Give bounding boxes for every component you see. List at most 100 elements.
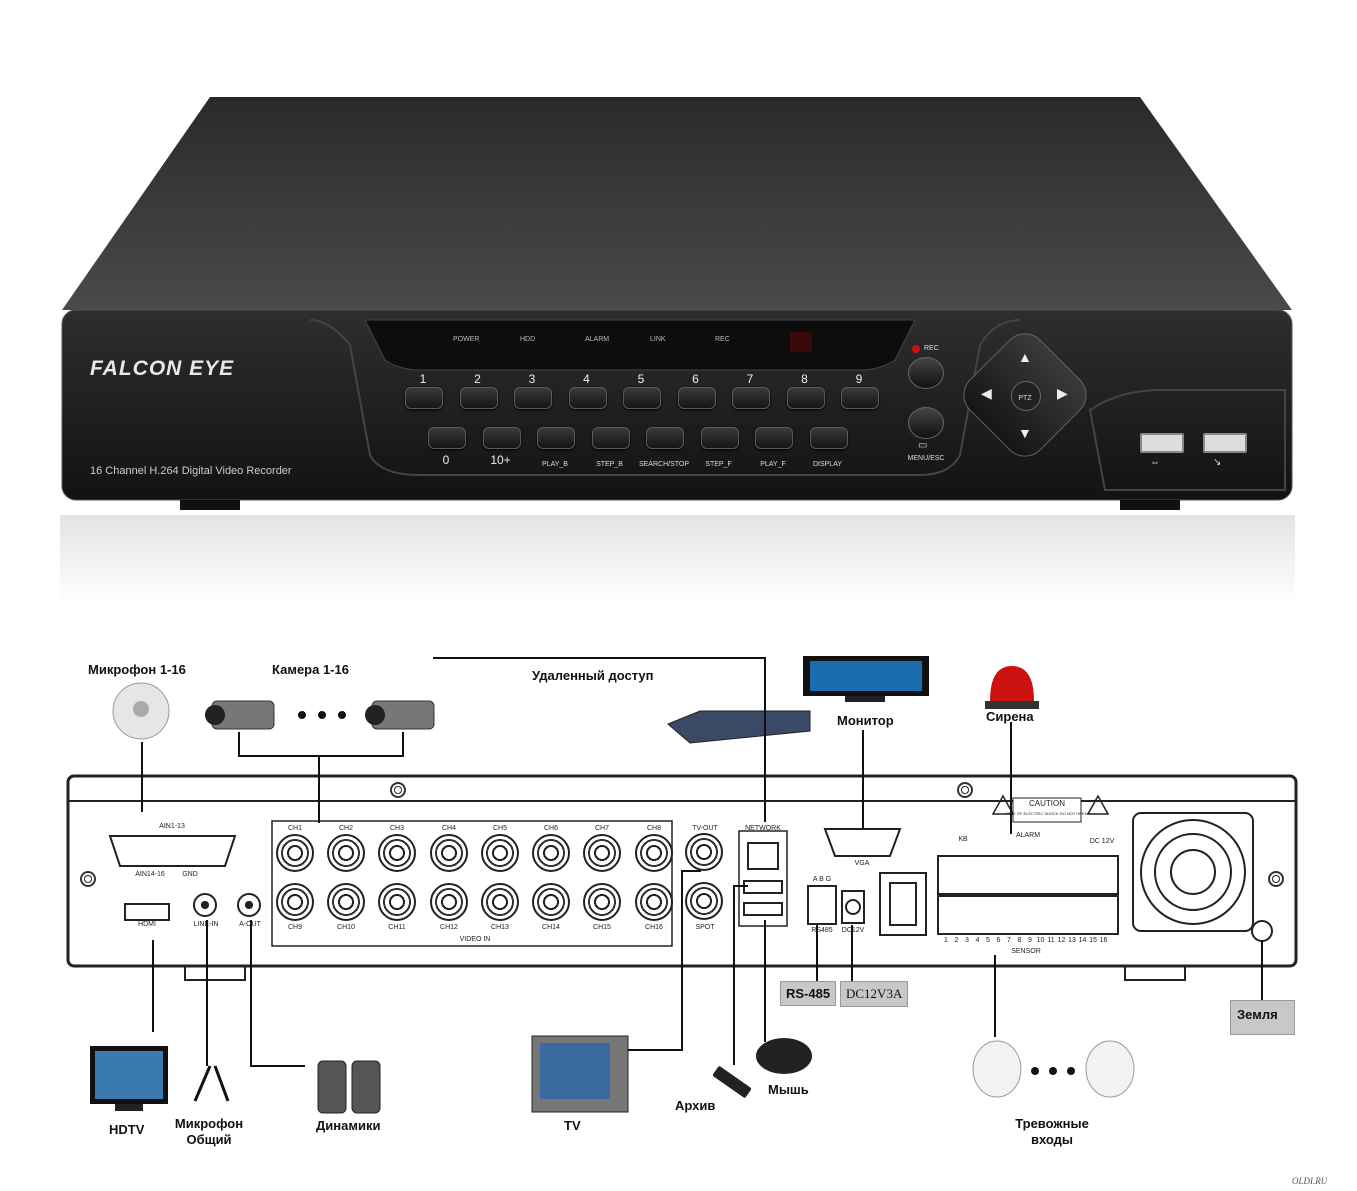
- function-button-play-b[interactable]: [537, 427, 575, 449]
- channel-label: CH8: [646, 825, 662, 832]
- channel-label: CH14: [542, 924, 560, 931]
- function-button-step-f[interactable]: [700, 427, 739, 449]
- number-button-5[interactable]: [623, 387, 661, 409]
- bnc-connector-ch4[interactable]: [430, 834, 468, 872]
- number-button-8[interactable]: [786, 387, 825, 409]
- kb-label: KB: [958, 836, 968, 843]
- number-button-2[interactable]: [459, 387, 498, 409]
- number-button-label: 9: [855, 372, 863, 386]
- network-label: NETWORK: [745, 825, 781, 832]
- bnc-connector-ch3[interactable]: [378, 834, 416, 872]
- line-siren: [1010, 722, 1012, 834]
- line-hdtv: [152, 940, 154, 1032]
- sensor-number: 3: [965, 937, 969, 944]
- function-button-play-f[interactable]: [755, 427, 793, 449]
- number-button-label: 5: [637, 372, 645, 386]
- rs485-pins-label: A B G: [812, 876, 832, 883]
- ptz-label: PTZ: [1018, 395, 1032, 402]
- number-button-6[interactable]: [677, 387, 716, 409]
- arrow-left-icon[interactable]: ◀: [981, 385, 992, 401]
- number-button-1[interactable]: [405, 387, 443, 409]
- bnc-connector-ch14[interactable]: [532, 883, 570, 921]
- vga-label: VGA: [854, 860, 870, 867]
- channel-label: CH16: [645, 924, 663, 931]
- spot-connector[interactable]: [685, 882, 723, 920]
- label-camera: Камера 1-16: [272, 662, 349, 677]
- sensor-number: 8: [1017, 937, 1022, 944]
- label-speakers: Динамики: [316, 1118, 381, 1133]
- usb-port-1[interactable]: [1140, 433, 1184, 453]
- number-button-9[interactable]: [841, 387, 879, 409]
- line-in-jack[interactable]: [193, 893, 217, 917]
- sensor-number: 12: [1057, 937, 1066, 944]
- bnc-connector-ch2[interactable]: [327, 834, 365, 872]
- sensor-number: 9: [1028, 937, 1032, 944]
- bnc-connector-ch15[interactable]: [583, 883, 621, 921]
- function-button-label: STEP_F: [705, 461, 732, 468]
- screw: [957, 782, 973, 798]
- label-microphone: Микрофон 1-16: [88, 662, 186, 677]
- function-button-display[interactable]: [809, 427, 848, 449]
- line-remote-top: [433, 657, 765, 659]
- label-mic-common-1: Микрофон: [174, 1116, 244, 1131]
- line-archive: [733, 885, 735, 1065]
- number-button-label: 1: [419, 372, 427, 386]
- mouse-port-icon: ↘: [1213, 457, 1222, 468]
- channel-label: CH6: [543, 825, 559, 832]
- bnc-connector-ch9[interactable]: [276, 883, 314, 921]
- number-button-7[interactable]: [732, 387, 770, 409]
- dvr-body: [61, 97, 1293, 510]
- label-archive: Архив: [675, 1098, 716, 1113]
- menu-button[interactable]: [908, 407, 944, 439]
- rec-button[interactable]: [908, 357, 944, 389]
- bnc-connector-ch1[interactable]: [276, 834, 314, 872]
- arrow-down-icon[interactable]: ▼: [1018, 425, 1032, 441]
- channel-label: CH5: [492, 825, 508, 832]
- usb-port-2[interactable]: [1203, 433, 1247, 453]
- label-remote-access: Удаленный доступ: [532, 668, 654, 683]
- bnc-connector-ch5[interactable]: [481, 834, 519, 872]
- function-button-search-stop[interactable]: [646, 427, 684, 449]
- ptz-dpad: ▲ ▼ ◀ ▶ PTZ: [954, 324, 1096, 466]
- led-power: POWER: [453, 336, 480, 343]
- bnc-connector-ch10[interactable]: [327, 883, 365, 921]
- bnc-connector-ch8[interactable]: [635, 834, 673, 872]
- sensor-number: 15: [1089, 937, 1097, 944]
- line-a-out: [250, 920, 252, 1066]
- arrow-up-icon[interactable]: ▲: [1018, 349, 1032, 365]
- number-button-3[interactable]: [514, 387, 552, 409]
- channel-label: CH12: [440, 924, 458, 931]
- gnd-label: GND: [182, 871, 198, 878]
- sensor-number: 10: [1036, 937, 1045, 944]
- line-a-out-horizontal: [250, 1065, 305, 1067]
- bnc-connector-ch6[interactable]: [532, 834, 570, 872]
- led-hdd: HDD: [520, 336, 536, 343]
- dc-port-label: DC12V: [841, 927, 865, 934]
- bnc-connector-ch7[interactable]: [583, 834, 621, 872]
- a-out-jack[interactable]: [237, 893, 261, 917]
- function-button-10-[interactable]: [482, 427, 521, 449]
- bnc-connector-ch12[interactable]: [430, 883, 468, 921]
- ain-top-label: AIN1-13: [159, 823, 185, 830]
- number-button-4[interactable]: [568, 387, 607, 409]
- function-button-label: 10+: [490, 453, 511, 467]
- arrow-right-icon[interactable]: ▶: [1057, 385, 1068, 401]
- line-remote-down: [764, 657, 766, 822]
- label-hdtv: HDTV: [109, 1122, 145, 1137]
- bnc-connector-ch11[interactable]: [378, 883, 416, 921]
- function-button-label: PLAY_F: [760, 461, 786, 468]
- bnc-connector-ch13[interactable]: [481, 883, 519, 921]
- function-button-step-b[interactable]: [591, 427, 630, 449]
- watermark: OLDI.RU: [1292, 1176, 1328, 1186]
- function-button-0[interactable]: [428, 427, 466, 449]
- front-reflection: [60, 515, 1295, 605]
- label-rs485: RS-485: [780, 981, 837, 1006]
- sensor-number: 13: [1068, 937, 1076, 944]
- function-button-label: DISPLAY: [812, 461, 843, 468]
- brand-logo: FALCON EYE: [90, 357, 235, 380]
- bnc-connector-ch16[interactable]: [635, 883, 673, 921]
- ptz-button[interactable]: [1011, 381, 1041, 411]
- function-button-label: STEP_B: [596, 461, 623, 468]
- menu-label: MENU/ESC: [907, 455, 945, 462]
- tv-out-connector[interactable]: [685, 833, 723, 871]
